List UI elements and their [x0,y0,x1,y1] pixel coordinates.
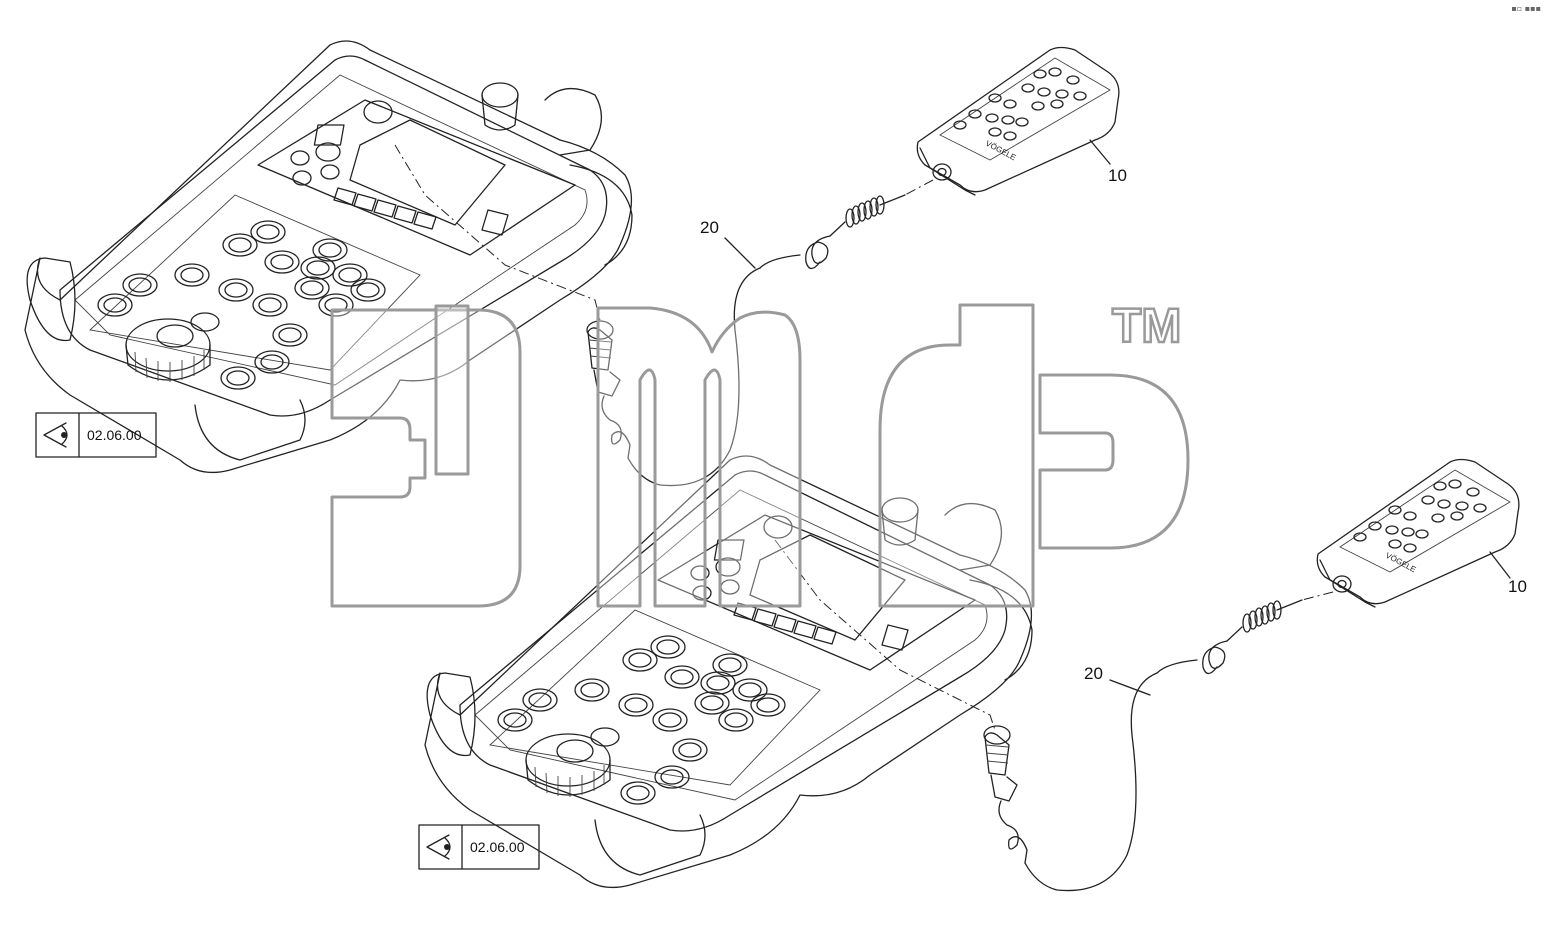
view-reference-lower-text: 02.06.00 [470,839,525,855]
view-reference-upper[interactable]: 02.06.00 [35,412,157,458]
remote-control-upper: VÖGELE [916,46,1120,196]
leader-20-upper [724,237,756,269]
part-label-20-upper: 20 [700,218,719,237]
leader-10-upper [1089,139,1111,165]
watermark-trademark: TM [1112,300,1181,353]
remote-brand-lower: VÖGELE [1384,551,1417,574]
center-line-lower-b [774,539,996,731]
watermark-logo: TM [330,299,1190,608]
part-label-10-lower: 10 [1508,577,1527,596]
part-label-20-lower: 20 [1084,664,1103,683]
view-reference-lower[interactable]: 02.06.00 [418,824,540,870]
console-upper [24,40,633,474]
part-label-10-upper: 10 [1108,166,1127,185]
center-line-upper-a [904,179,934,196]
remote-control-lower: VÖGELE [1316,458,1520,608]
center-line-lower-a [1301,591,1334,601]
leader-10-lower [1489,551,1511,579]
leader-20-lower [1109,679,1151,696]
center-line-upper-b [394,144,601,321]
remote-brand-upper: VÖGELE [984,139,1017,162]
menu-dots-icon: ▪▫ ▪▪▪ [1511,4,1541,13]
cable-lower [983,599,1303,892]
view-reference-upper-text: 02.06.00 [87,427,142,443]
